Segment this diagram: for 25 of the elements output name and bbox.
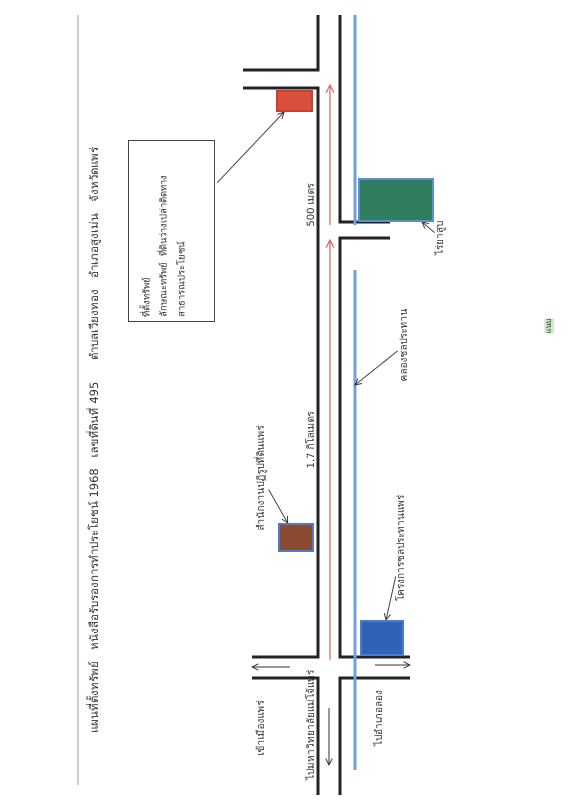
irrigation-project-marker <box>360 620 404 656</box>
arrow <box>354 350 398 386</box>
note-text: ลักษณะทรัพย์ ที่ดินว่างเปล่าติดทาง <box>158 174 170 317</box>
place-label: โครงการชลประทานแพร่ <box>396 495 408 601</box>
office-marker <box>278 523 314 552</box>
direction-label: ไปมหาวิทยาลัยแม่โจ้แพร่ <box>306 670 318 780</box>
note-box <box>128 140 215 322</box>
arrow <box>422 222 436 234</box>
arrow <box>384 576 396 620</box>
place-label: ไร่ยาสูบ <box>435 221 447 255</box>
direction-label: ไปอำเภอลอง <box>374 690 386 746</box>
direction-label: เข้าเมืองแพร่ <box>256 700 268 756</box>
arrow <box>268 489 288 524</box>
distance-label: 1.7 กิโลเมตร <box>306 411 318 469</box>
arrow <box>216 112 285 184</box>
property-marker <box>276 90 313 112</box>
place-label: คลองชลประทาน <box>399 308 411 382</box>
note-heading: ที่ตั้งทรัพย์ <box>141 277 153 317</box>
place-label: สำนักงานปฏิรูปที่ดินแพร่ <box>256 426 268 530</box>
note-text: สาธารณประโยชน์ <box>176 242 188 317</box>
farm-marker <box>358 178 434 222</box>
canal-line <box>354 15 356 770</box>
stamp: แนบ <box>544 318 554 334</box>
map-title: แผนที่ตั้งทรัพย์ หนังสือรับรองการทำประโยชน์ 1968 เลขที่ดินที่ 495 ตำบลเวียงทอง อำเภอสูงเม่น จังหวัดแพร่ <box>88 146 102 734</box>
distance-label: 500 เมตร <box>306 183 318 227</box>
